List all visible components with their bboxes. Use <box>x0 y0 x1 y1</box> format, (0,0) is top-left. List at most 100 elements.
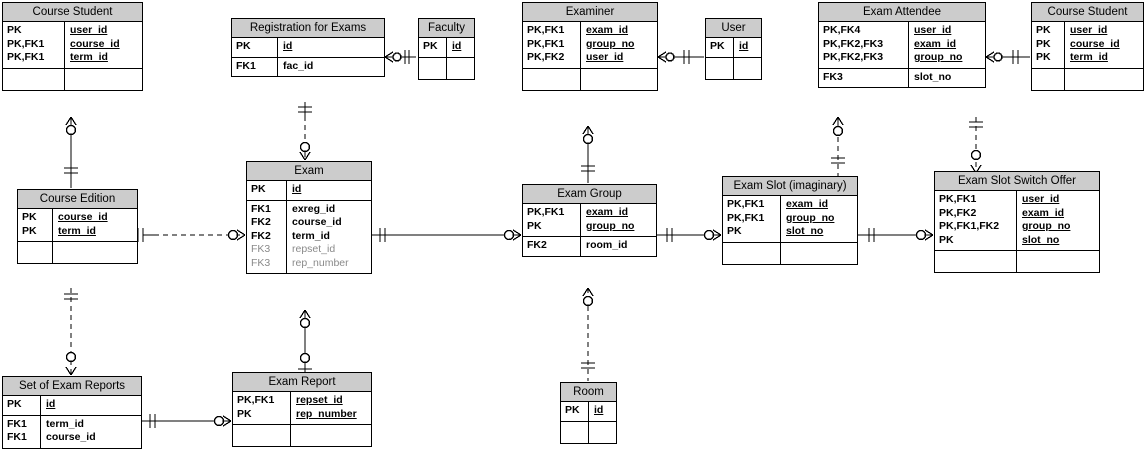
entity-title: Exam Report <box>233 373 371 393</box>
pk-section: PK id <box>706 38 761 57</box>
entity-title: User <box>706 19 761 39</box>
entity-body: PK id <box>419 38 474 79</box>
entity-body: PK id FK1 fac_id <box>232 38 384 77</box>
fk-keys: FK1 FK2 FK2 FK3 FK3 <box>247 200 287 273</box>
pk-keys: PK <box>561 402 589 421</box>
fk-attrs <box>734 58 761 79</box>
fk-attrs: fac_id <box>283 59 314 72</box>
entity-exam[interactable]: Exam PK id FK1 FK2 FK2 FK3 FK3 <box>246 161 372 274</box>
attr-section: FK1 fac_id <box>232 56 384 77</box>
entity-room[interactable]: Room PK id <box>560 382 617 444</box>
entity-faculty[interactable]: Faculty PK id <box>418 18 475 80</box>
entity-title: Exam <box>247 162 371 182</box>
attr-section <box>706 56 761 79</box>
entity-title: Course Student <box>1032 3 1143 23</box>
entity-title: Set of Exam Reports <box>3 377 141 397</box>
fk-attrs <box>589 422 616 443</box>
fk-attrs <box>447 58 474 79</box>
fk-keys <box>723 242 781 264</box>
pk-keys: PK <box>3 396 41 415</box>
attr-section: FK1 FK2 FK2 FK3 FK3 exreg_id course_id t… <box>247 199 371 273</box>
attr-section <box>3 67 142 90</box>
entity-body: PK id <box>706 38 761 79</box>
pk-section: PK id <box>561 402 616 421</box>
fk-attrs <box>781 243 857 264</box>
fk-keys <box>935 251 1017 273</box>
entity-body: PK id <box>561 402 616 443</box>
fk-keys <box>523 68 581 90</box>
pk-attrs: id <box>292 183 302 196</box>
entity-user[interactable]: User PK id <box>705 18 762 80</box>
attr-section <box>561 420 616 443</box>
fk-attrs <box>65 69 142 90</box>
entity-title: Exam Slot Switch Offer <box>935 172 1099 192</box>
fk-keys: FK3 <box>819 68 909 88</box>
attr-section: FK3 slot_no <box>819 67 985 88</box>
pk-attrs: id <box>46 398 56 411</box>
pk-attrs: id <box>739 40 749 53</box>
attr-section <box>935 250 1099 273</box>
pk-keys: PK <box>247 181 287 200</box>
entity-title: Exam Slot (imaginary) <box>723 177 857 197</box>
entity-registration-for-exams[interactable]: Registration for Exams PK id FK1 fac_id <box>231 18 385 78</box>
pk-section: PK id <box>247 181 371 200</box>
attr-section <box>723 241 857 264</box>
pk-section: PK id <box>232 38 384 57</box>
fk-keys: FK2 <box>523 237 581 256</box>
fk-keys: FK1 <box>232 57 278 77</box>
fk-keys <box>18 242 53 264</box>
pk-keys: PK <box>419 38 447 57</box>
pk-section: PK id <box>3 396 141 415</box>
entity-title: Registration for Exams <box>232 19 384 39</box>
attr-section: FK2 room_id <box>523 236 656 256</box>
entity-title: Room <box>561 383 616 403</box>
fk-attrs <box>291 425 371 446</box>
entity-body: PK id FK1 FK2 FK2 FK3 FK3 exreg_id cours… <box>247 181 371 273</box>
fk-keys <box>1032 68 1065 90</box>
pk-keys: PK <box>706 38 734 57</box>
pk-attrs: id <box>594 404 604 417</box>
fk-attrs <box>581 69 657 90</box>
fk-attrs: exreg_id course_id term_id repset_id rep… <box>292 202 349 269</box>
